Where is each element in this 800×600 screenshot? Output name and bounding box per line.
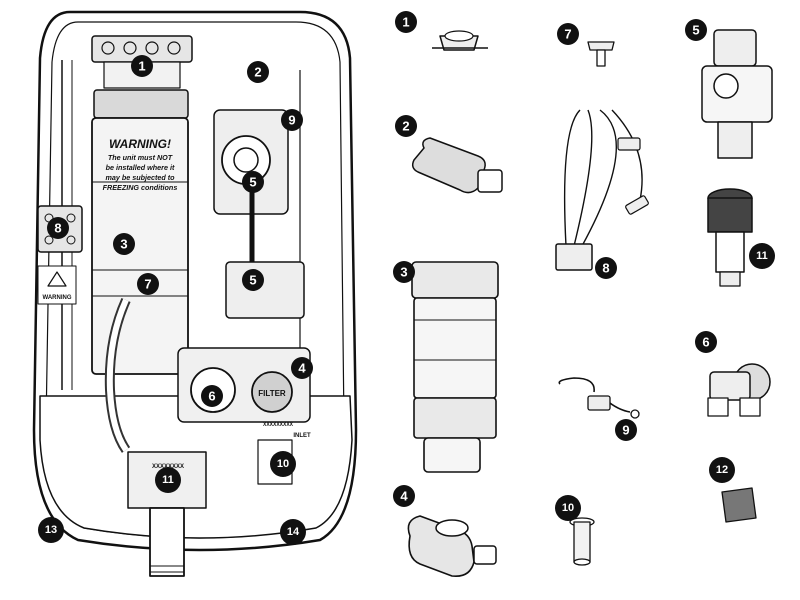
part-pressure-relief — [707, 188, 753, 287]
part-inlet-connector — [569, 517, 595, 566]
part-heater-can — [411, 261, 499, 473]
callout-4: 4 — [298, 361, 306, 376]
callout-10: 10 — [277, 458, 289, 470]
callout-6: 6 — [208, 389, 215, 404]
unit-case-outline — [32, 10, 358, 552]
part-filter-valve — [407, 515, 497, 578]
part-callout-9: 9 — [622, 423, 629, 438]
part-earth-lead — [558, 377, 640, 419]
part-cover-cap — [721, 487, 757, 523]
screw — [44, 235, 54, 245]
part-clip — [587, 41, 615, 67]
warning-heading: WARNING! — [109, 137, 171, 151]
part-callout-6: 6 — [702, 335, 709, 350]
callout-7: 7 — [144, 277, 151, 292]
callout-1: 1 — [138, 59, 145, 74]
part-callout-8: 8 — [602, 261, 609, 276]
part-callout-1: 1 — [402, 15, 409, 30]
part-callout-2: 2 — [402, 119, 409, 134]
part-callouts: 1 2 3 4 5 6 7 8 9 10 11 12 — [393, 11, 775, 521]
unit-callouts: 1 2 3 4 5 5 6 7 8 9 10 11 13 14 — [38, 55, 313, 545]
callout-13: 13 — [45, 524, 57, 536]
side-warning-title: WARNING — [43, 295, 72, 301]
warning-triangle-icon — [47, 271, 67, 287]
outlet-pipe — [149, 507, 185, 577]
filter-dial — [251, 371, 293, 413]
part-callout-10: 10 — [562, 502, 574, 514]
warning-line-2: be installed where it — [106, 163, 175, 172]
callout-2: 2 — [254, 65, 261, 80]
callout-9: 9 — [288, 113, 295, 128]
part-callout-4: 4 — [400, 489, 408, 504]
warning-line-1: The unit must NOT — [108, 153, 173, 162]
part-flow-valve — [411, 137, 503, 194]
part-pressure-switch — [707, 363, 771, 417]
screw — [66, 213, 76, 223]
terminal-screw — [123, 41, 137, 55]
inlet-hose-inner — [106, 298, 129, 452]
callout-14: 14 — [287, 526, 300, 538]
warning-line-3: may be subjected to — [105, 173, 175, 182]
part-wiring-loom — [555, 109, 649, 271]
part-callout-11: 11 — [756, 250, 768, 262]
callout-3: 3 — [120, 237, 127, 252]
part-callout-3: 3 — [400, 265, 407, 280]
callout-8: 8 — [54, 221, 61, 236]
part-callout-7: 7 — [564, 27, 571, 42]
heater-can-top — [93, 89, 189, 119]
flow-block — [225, 261, 305, 319]
part-callout-12: 12 — [716, 464, 728, 476]
part-code-label: XXXXXXXXX — [263, 422, 294, 428]
part-thermal-cutout — [432, 30, 488, 51]
exploded-parts — [407, 29, 773, 578]
terminal-screw — [145, 41, 159, 55]
callout-5a: 5 — [249, 175, 256, 190]
part-solenoid-valve — [701, 29, 773, 159]
screw — [66, 235, 76, 245]
terminal-screw — [101, 41, 115, 55]
side-warning-label — [37, 265, 77, 305]
assembled-shower-unit — [32, 10, 358, 577]
part-callout-5: 5 — [692, 23, 699, 38]
inlet-label: INLET — [293, 433, 311, 439]
valve-dial-inner — [233, 147, 259, 173]
warning-line-4: FREEZING conditions — [103, 183, 178, 192]
callout-5b: 5 — [249, 273, 256, 288]
filter-label: FILTER — [258, 389, 286, 398]
callout-11: 11 — [162, 474, 174, 486]
terminal-screw — [167, 41, 181, 55]
